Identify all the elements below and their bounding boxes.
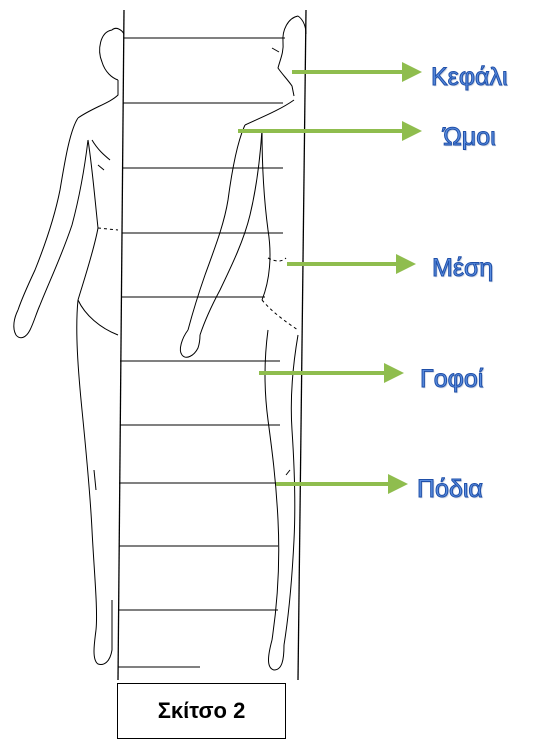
annotation-arrows [238, 62, 422, 494]
arrow-head-label [292, 62, 422, 82]
side-figure [180, 16, 306, 670]
caption-text: Σκίτσο 2 [158, 698, 246, 724]
label-head: Κεφάλι [431, 65, 508, 90]
label-feet: Πόδια [417, 477, 483, 502]
arrow-hips-label [259, 363, 404, 383]
label-hips: Γοφοί [420, 367, 483, 392]
arrow-waist-label [287, 254, 416, 274]
ruler-left-line [118, 10, 124, 680]
label-waist: Μέση [432, 256, 493, 281]
ruler-right-line [298, 10, 306, 680]
label-shoulders: Ώμοι [443, 125, 496, 150]
front-figure [14, 28, 124, 664]
arrow-shoulders-label [238, 121, 422, 141]
caption-box: Σκίτσο 2 [117, 683, 286, 739]
arrow-feet-label [276, 474, 408, 494]
